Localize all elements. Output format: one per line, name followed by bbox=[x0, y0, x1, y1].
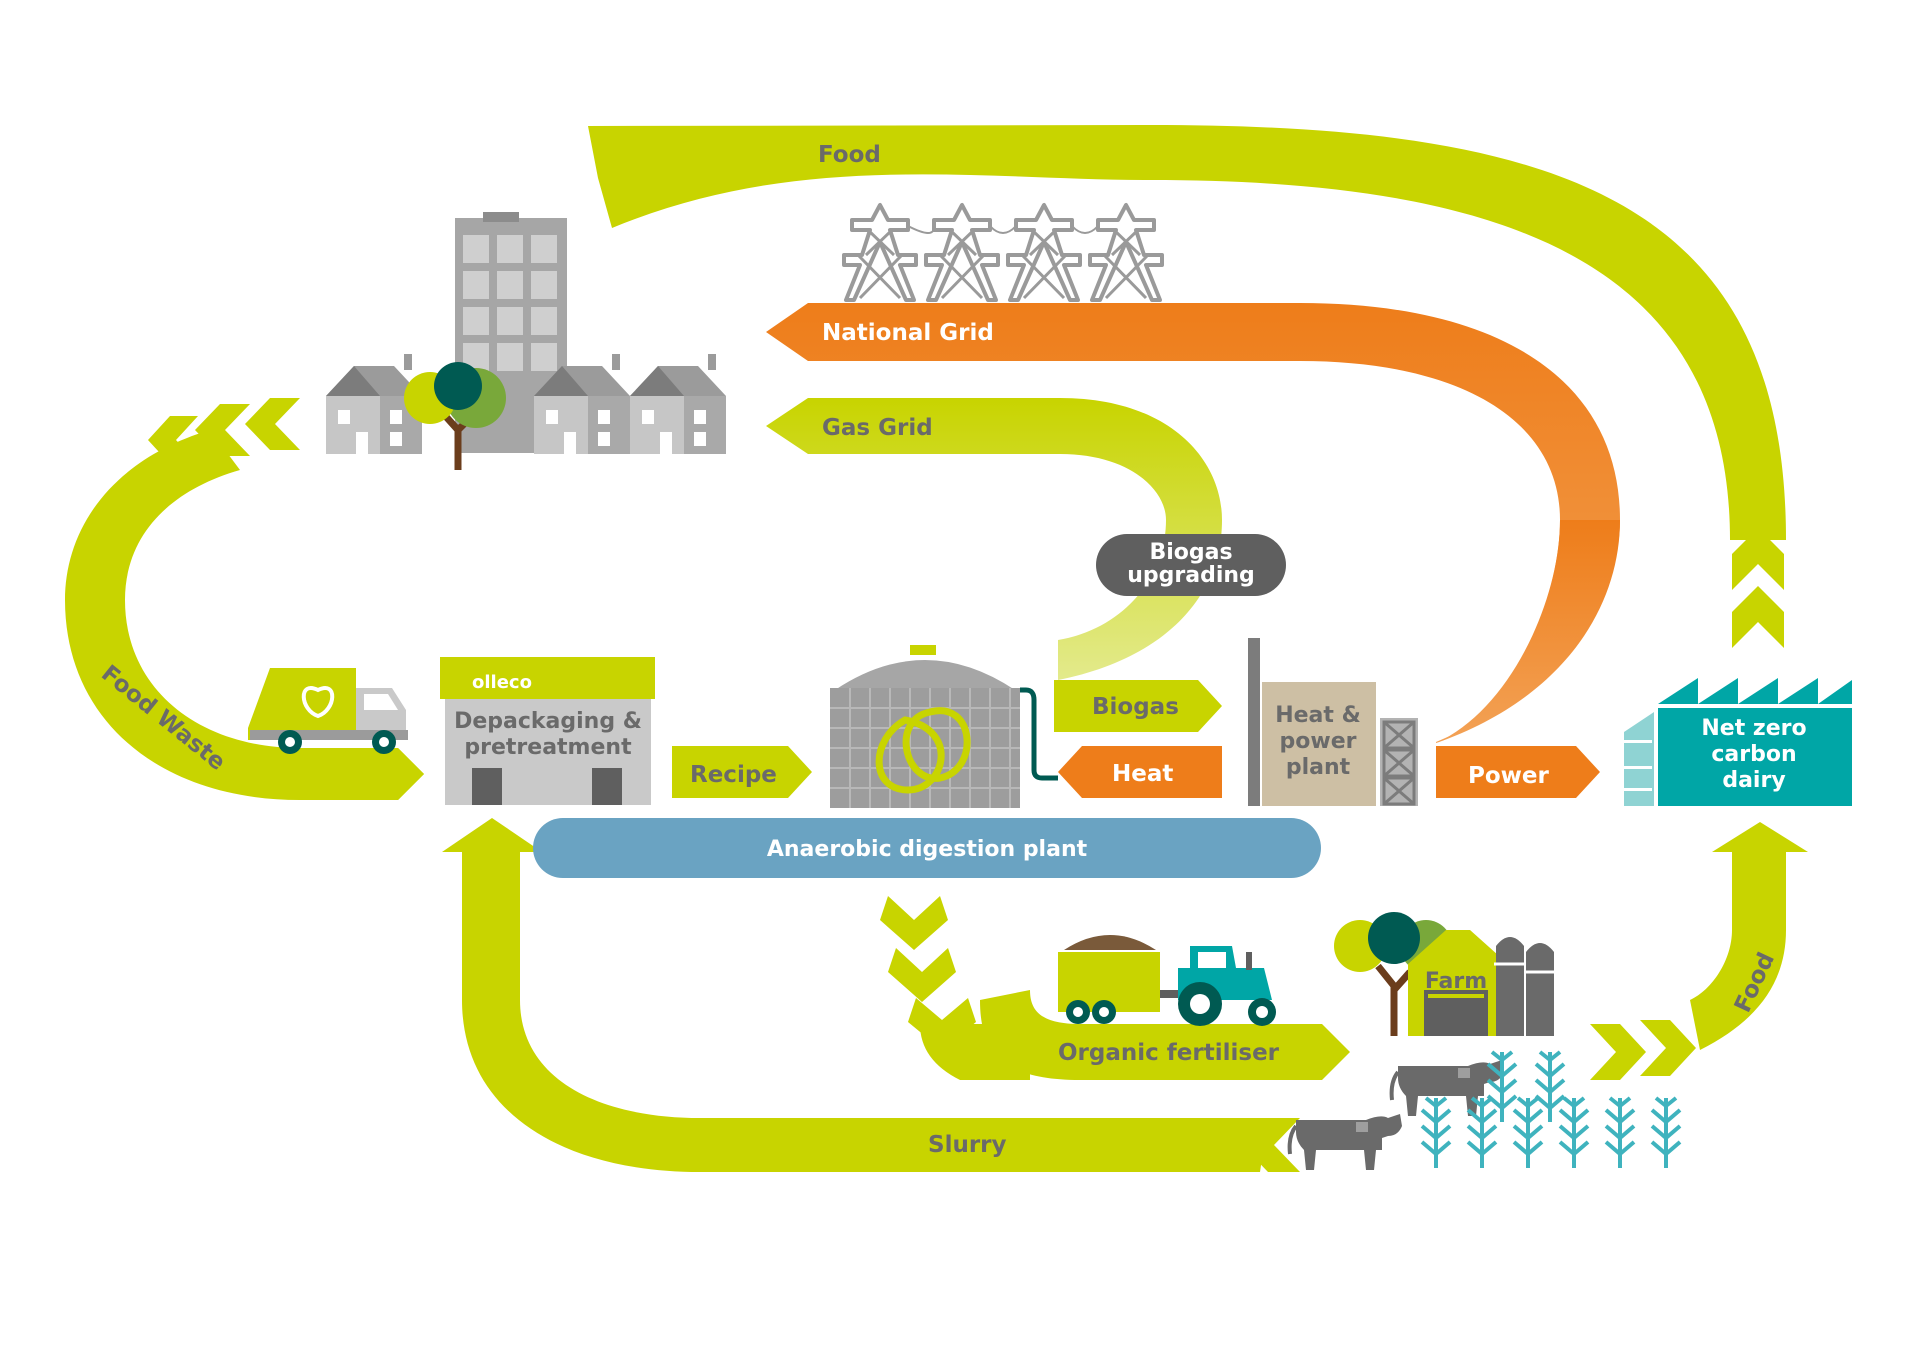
olleco-brand-logo: olleco bbox=[472, 672, 532, 693]
heat-power-plant-label-line2: power bbox=[1280, 729, 1357, 754]
national-grid-label: National Grid bbox=[822, 320, 994, 346]
factory-icon bbox=[1624, 678, 1852, 806]
food-right-chevrons bbox=[1590, 1020, 1696, 1080]
tractor-icon bbox=[1058, 935, 1276, 1026]
national-grid-flow-band bbox=[766, 303, 1620, 743]
organic-fertiliser-flow-band bbox=[980, 990, 1350, 1080]
digester-tank-icon bbox=[830, 645, 1058, 808]
pylon-icon bbox=[842, 203, 1164, 302]
biogas-upgrading-label-line2: upgrading bbox=[1127, 563, 1255, 588]
silo-icon bbox=[1494, 937, 1556, 1036]
biogas-upgrading-node bbox=[1096, 534, 1286, 596]
organic-fertiliser-label: Organic fertiliser bbox=[1058, 1040, 1280, 1066]
heat-power-plant-label-line1: Heat & bbox=[1275, 703, 1361, 728]
food-top-label: Food bbox=[818, 142, 881, 168]
heat-label: Heat bbox=[1112, 761, 1173, 787]
food-waste-flow-band bbox=[65, 430, 424, 800]
food-chevrons-up bbox=[1732, 528, 1784, 648]
tree-icon bbox=[404, 362, 506, 470]
anaerobic-digestion-plant-node bbox=[533, 818, 1321, 878]
net-zero-dairy-label-line2: carbon bbox=[1711, 742, 1796, 767]
heat-power-plant-node bbox=[1248, 638, 1418, 806]
anaerobic-digestion-plant-label: Anaerobic digestion plant bbox=[767, 837, 1088, 862]
slurry-label: Slurry bbox=[928, 1132, 1007, 1158]
gas-grid-flow-band bbox=[766, 398, 1222, 680]
fertiliser-chevrons-down bbox=[880, 896, 976, 1050]
heat-arrow bbox=[1058, 746, 1222, 798]
food-right-flow-band bbox=[1690, 822, 1808, 1050]
net-zero-dairy-label-line1: Net zero bbox=[1701, 716, 1806, 741]
slurry-chevrons bbox=[1142, 1118, 1300, 1172]
power-arrow bbox=[1436, 746, 1600, 798]
depackaging-node bbox=[440, 657, 655, 805]
waste-truck-icon bbox=[248, 668, 408, 754]
barn-icon bbox=[1408, 930, 1508, 1036]
farm-label: Farm bbox=[1425, 969, 1487, 994]
depackaging-label-line2: pretreatment bbox=[464, 735, 632, 760]
slurry-flow-band bbox=[442, 818, 1268, 1172]
tree-icon bbox=[1334, 912, 1452, 1036]
gas-grid-label: Gas Grid bbox=[822, 415, 933, 441]
biogas-upgrading-label-line1: Biogas bbox=[1149, 540, 1232, 565]
heat-power-plant-label-line3: plant bbox=[1286, 755, 1351, 780]
recipe-arrow bbox=[672, 746, 812, 798]
food-top-flow-band bbox=[588, 125, 1786, 540]
biogas-label: Biogas bbox=[1092, 694, 1179, 720]
depackaging-label-line1: Depackaging & bbox=[454, 709, 642, 734]
power-label: Power bbox=[1468, 763, 1550, 789]
housing-icon bbox=[326, 212, 726, 454]
biogas-arrow bbox=[1054, 680, 1222, 732]
recipe-label: Recipe bbox=[690, 762, 777, 788]
food-waste-chevrons bbox=[148, 398, 300, 464]
net-zero-dairy-label-line3: dairy bbox=[1722, 768, 1785, 793]
